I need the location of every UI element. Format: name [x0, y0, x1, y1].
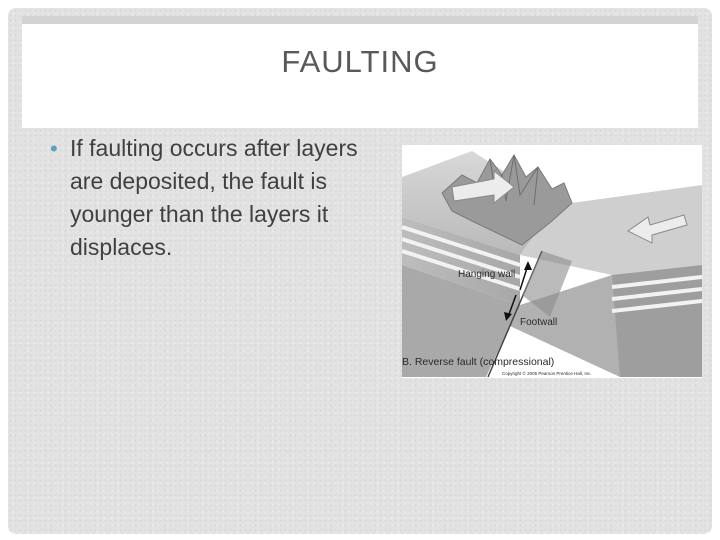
bullet-list: • If faulting occurs after layers are de…: [50, 132, 390, 264]
right-compression-arrow: [627, 214, 688, 244]
slide-title: FAULTING: [281, 44, 439, 79]
copyright-note: Copyright © 2005 Pearson Prentice Hall, …: [502, 370, 592, 376]
diagram-caption: B. Reverse fault (compressional): [402, 356, 554, 368]
footwall-label: Footwall: [520, 317, 557, 328]
slip-arrowhead-down: [504, 312, 512, 321]
footwall-layer: [611, 275, 702, 289]
footwall-layer: [611, 287, 702, 301]
reverse-fault-diagram: Hanging wall Footwall B. Reverse fault (…: [402, 145, 702, 378]
left-compression-arrow: [451, 169, 515, 205]
hanging-wall-label: Hanging wall: [458, 269, 515, 280]
hanging-wall-layer: [402, 249, 521, 291]
title-box: FAULTING: [22, 16, 698, 128]
fault-scarp: [522, 251, 572, 317]
bullet-item: If faulting occurs after layers are depo…: [70, 135, 358, 260]
hanging-wall-front: [402, 217, 520, 305]
hanging-wall-layer: [402, 237, 521, 279]
fault-block-illustration: Hanging wall Footwall B. Reverse fault (…: [402, 151, 702, 378]
mountain-ridge: [441, 153, 573, 246]
footwall-layer: [611, 299, 702, 313]
hanging-wall-layer: [402, 225, 521, 267]
hanging-wall-lower: [402, 265, 520, 377]
slip-arrow-down: [507, 294, 517, 318]
bullet-icon: •: [50, 136, 58, 161]
slip-arrowhead-up: [524, 261, 532, 270]
